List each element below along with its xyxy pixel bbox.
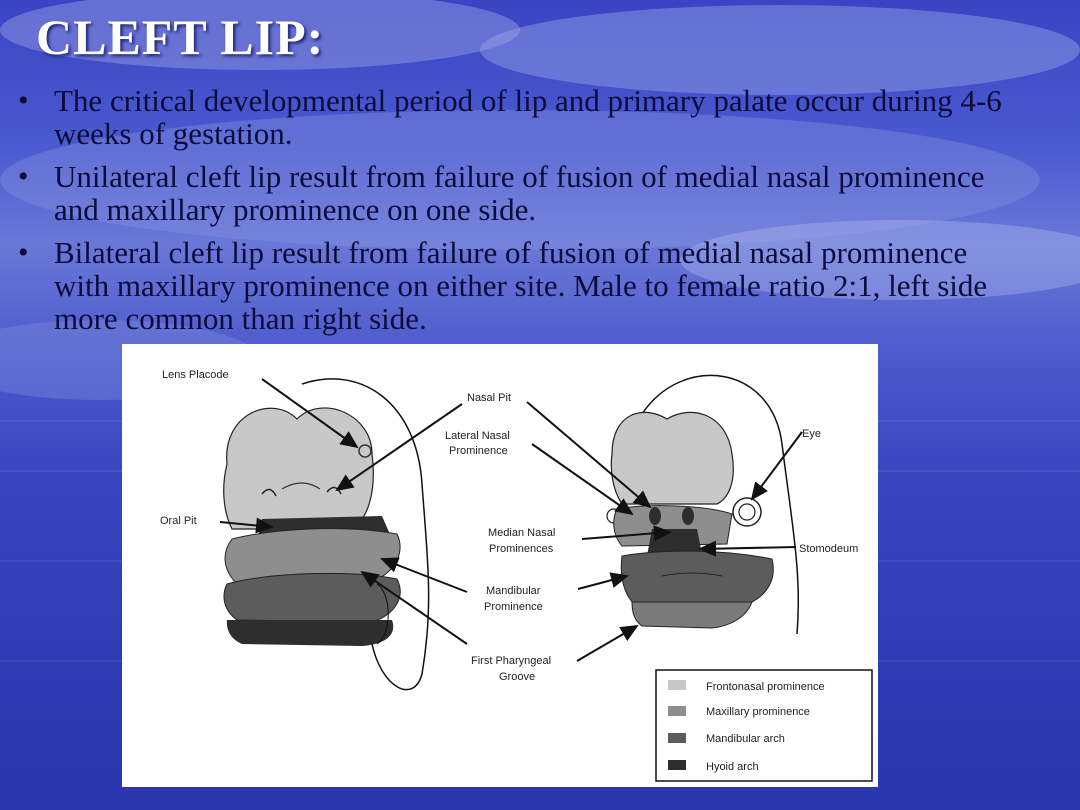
bullet-dot-icon: • <box>18 236 29 269</box>
legend-label: Maxillary prominence <box>706 706 810 718</box>
legend: Frontonasal prominence Maxillary promine… <box>655 669 873 782</box>
label-median-nasal-line2: Prominences <box>489 543 554 555</box>
legend-label: Hyoid arch <box>706 761 759 773</box>
bullet-list: • The critical developmental period of li… <box>18 84 1018 345</box>
bullet-dot-icon: • <box>18 84 29 117</box>
bullet-text: Unilateral cleft lip result from failure… <box>54 159 985 227</box>
label-lateral-nasal-line2: Prominence <box>449 445 508 457</box>
bullet-item: • Unilateral cleft lip result from failur… <box>18 160 1018 226</box>
label-eye: Eye <box>802 428 821 440</box>
label-pharyngeal-line1: First Pharyngeal <box>471 655 551 667</box>
embryo-face-diagram: Lens Placode Nasal Pit Lateral Nasal Pro… <box>122 344 878 787</box>
legend-swatch <box>668 706 686 716</box>
legend-label: Frontonasal prominence <box>706 681 825 693</box>
legend-swatch <box>668 760 686 770</box>
left-embryo-drawing <box>223 378 430 691</box>
right-embryo-drawing <box>606 374 800 635</box>
bullet-item: • The critical developmental period of li… <box>18 84 1018 150</box>
label-stomodeum: Stomodeum <box>799 543 858 555</box>
label-median-nasal-line1: Median Nasal <box>488 527 555 539</box>
bullet-item: • Bilateral cleft lip result from failure… <box>18 236 1018 335</box>
bullet-text: The critical developmental period of lip… <box>54 83 1002 151</box>
slide-title: CLEFT LIP: <box>36 9 325 65</box>
label-lateral-nasal-line1: Lateral Nasal <box>445 430 510 442</box>
label-nasal-pit: Nasal Pit <box>467 392 511 404</box>
callout-arrows <box>219 378 803 662</box>
legend-swatch <box>668 680 686 690</box>
label-mandibular-line1: Mandibular <box>486 585 541 597</box>
label-pharyngeal-line2: Groove <box>499 671 535 683</box>
bullet-dot-icon: • <box>18 160 29 193</box>
label-mandibular-line2: Prominence <box>484 601 543 613</box>
label-lens-placode: Lens Placode <box>162 369 229 381</box>
bullet-text: Bilateral cleft lip result from failure … <box>54 235 988 336</box>
legend-label: Mandibular arch <box>706 733 785 745</box>
diagram-drawing: Lens Placode Nasal Pit Lateral Nasal Pro… <box>160 369 873 782</box>
label-oral-pit: Oral Pit <box>160 515 197 527</box>
legend-swatch <box>668 733 686 743</box>
